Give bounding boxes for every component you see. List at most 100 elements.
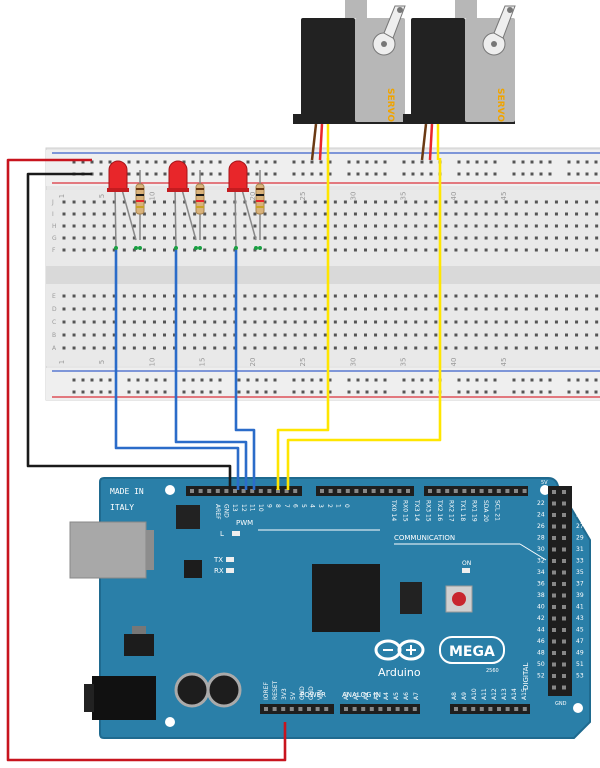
breadboard-hole [464, 200, 468, 204]
breadboard-hole [243, 307, 247, 311]
rail-hole [191, 390, 195, 394]
breadboard-hole [575, 200, 579, 204]
rail-hole [108, 160, 112, 164]
header-pin [552, 490, 556, 494]
rail-hole [420, 160, 424, 164]
breadboard-hole [484, 333, 488, 337]
breadboard-hole [102, 333, 106, 337]
rail-hole [411, 160, 415, 164]
pin-label: 26 [537, 523, 545, 530]
breadboard-hole [444, 224, 448, 228]
rail-hole [402, 390, 406, 394]
breadboard-hole [544, 212, 548, 216]
rail-hole [310, 390, 314, 394]
header-pin [344, 707, 348, 711]
breadboard-hole [203, 333, 207, 337]
breadboard-hole [193, 294, 197, 298]
breadboard-hole [323, 333, 327, 337]
breadboard-hole [163, 248, 166, 252]
breadboard-hole [253, 320, 257, 324]
column-label: 10 [148, 358, 156, 367]
row-label: A [52, 345, 57, 352]
rail-hole [548, 378, 552, 382]
header-pin [522, 707, 527, 711]
rail-hole [81, 390, 85, 394]
header-pin [552, 570, 556, 575]
rail-hole [466, 160, 470, 164]
breadboard-hole [102, 307, 106, 311]
rail-hole [429, 160, 433, 164]
breadboard-hole [132, 346, 136, 350]
breadboard-hole [374, 212, 378, 216]
breadboard-hole [424, 248, 428, 252]
breadboard-hole [534, 294, 538, 298]
breadboard-hole [62, 236, 66, 240]
breadboard-hole [353, 333, 357, 337]
arduino-mega-board: MADE IN ITALY L PWM TX RX ON COMMUNICATI… [69, 477, 591, 739]
breadboard-hole [62, 320, 66, 324]
column-label: 35 [400, 358, 408, 367]
breadboard-hole [504, 307, 508, 311]
breadboard-hole [243, 236, 247, 240]
pin-label: RESET [272, 680, 279, 700]
breadboard-hole [394, 200, 398, 204]
header-pin [445, 489, 450, 493]
breadboard-hole [565, 346, 568, 350]
breadboard-hole [293, 294, 297, 298]
header-pin [505, 489, 510, 493]
center-channel [46, 266, 600, 284]
breadboard-hole [514, 200, 518, 204]
rail-hole [548, 390, 552, 394]
breadboard-hole [183, 294, 187, 298]
column-label: 15 [199, 358, 207, 367]
rail-hole [328, 160, 332, 164]
breadboard-hole [585, 307, 589, 311]
breadboard-hole [544, 224, 548, 228]
header-pin [522, 489, 527, 493]
power-header [260, 704, 334, 714]
breadboard-hole [554, 320, 558, 324]
breadboard-hole [404, 333, 408, 337]
breadboard-hole [243, 294, 247, 298]
breadboard-hole [72, 224, 76, 228]
breadboard-hole [263, 294, 267, 298]
header-pin [552, 616, 556, 621]
breadboard-hole [424, 294, 428, 298]
pin-label: 41 [576, 604, 584, 611]
rail-hole [209, 390, 213, 394]
breadboard-hole [62, 346, 66, 350]
breadboard-hole [404, 294, 408, 298]
breadboard-hole [414, 236, 418, 240]
breadboard-hole [293, 224, 297, 228]
breadboard-hole [494, 236, 498, 240]
rail-hole [374, 172, 378, 176]
breadboard-hole [364, 294, 367, 298]
breadboard-hole [434, 333, 438, 337]
rail-hole [383, 378, 387, 382]
breadboard-hole [534, 333, 538, 337]
breadboard-hole [444, 236, 448, 240]
breadboard-hole [152, 224, 156, 228]
header-pin [562, 501, 566, 506]
rail-hole [136, 160, 140, 164]
breadboard-hole [163, 236, 166, 240]
breadboard-hole [82, 248, 86, 252]
rail-hole [475, 390, 479, 394]
breadboard-hole [313, 236, 317, 240]
pin-label: 7 [283, 504, 290, 508]
analog-label: ANALOG IN [342, 691, 381, 699]
breadboard-hole [173, 346, 177, 350]
header-pin [562, 639, 566, 644]
pin-label: 47 [576, 638, 584, 645]
rail-hole [374, 390, 378, 394]
breadboard-hole [62, 294, 66, 298]
rail-hole [512, 390, 516, 394]
breadboard-hole [444, 346, 448, 350]
breadboard-hole [504, 236, 508, 240]
breadboard-hole [122, 248, 126, 252]
breadboard-hole [193, 236, 197, 240]
column-label: 20 [249, 358, 257, 367]
breadboard-hole [434, 236, 438, 240]
breadboard-hole [72, 212, 76, 216]
